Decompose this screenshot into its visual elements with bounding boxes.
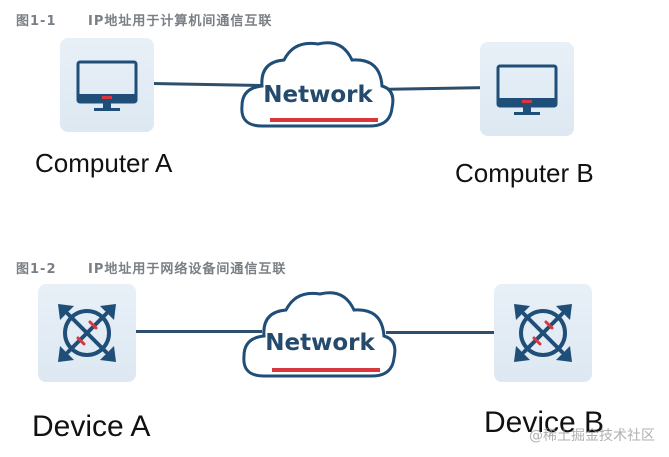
network-cloud-2: Network bbox=[234, 284, 402, 388]
figure-number: 图1-2 bbox=[16, 262, 57, 277]
computer-b-label: Computer B bbox=[455, 158, 594, 188]
computer-a-box bbox=[60, 38, 154, 132]
router-icon bbox=[58, 304, 116, 362]
network-label: Network bbox=[265, 330, 375, 356]
cloud-icon bbox=[242, 291, 397, 378]
figure-2-title: 图1-2 IP地址用于网络设备间通信互联 bbox=[16, 258, 286, 277]
device-b-box bbox=[494, 284, 592, 382]
device-a-box bbox=[38, 284, 136, 382]
figure-number: 图1-1 bbox=[16, 14, 57, 29]
cloud-icon bbox=[240, 41, 395, 128]
link-line-right bbox=[386, 331, 496, 334]
network-cloud-1: Network bbox=[232, 34, 400, 138]
network-label: Network bbox=[263, 82, 373, 108]
monitor-icon bbox=[496, 64, 558, 115]
device-a-label: Device A bbox=[32, 410, 151, 443]
link-line-left bbox=[136, 330, 262, 333]
computer-a-label: Computer A bbox=[35, 148, 173, 178]
monitor-icon bbox=[76, 60, 138, 111]
figure-1-title: 图1-1 IP地址用于计算机间通信互联 bbox=[16, 10, 272, 29]
watermark: @稀土掘金技术社区 bbox=[529, 428, 655, 444]
router-icon bbox=[514, 304, 572, 362]
computer-b-box bbox=[480, 42, 574, 136]
figure-caption: IP地址用于计算机间通信互联 bbox=[88, 14, 273, 29]
figure-caption: IP地址用于网络设备间通信互联 bbox=[88, 262, 287, 277]
device-b-label: Device B bbox=[484, 406, 605, 439]
